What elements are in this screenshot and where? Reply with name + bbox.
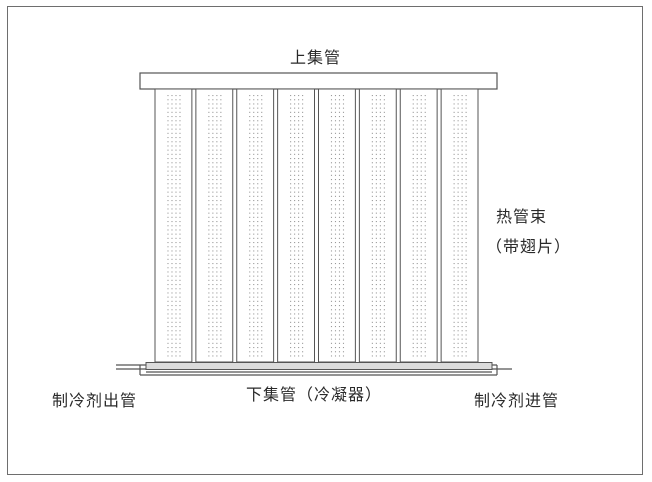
heat-pipe-8 [440, 88, 479, 363]
refrigerant-inlet-label: 制冷剂进管 [474, 391, 560, 410]
heat-pipe-bundle [154, 88, 479, 363]
refrigerant-outlet-label: 制冷剂出管 [52, 391, 138, 410]
upper-header-bar [139, 72, 498, 90]
heat-pipe-4 [277, 88, 315, 363]
heat-pipe-5 [318, 88, 356, 363]
lower-header-pipe [116, 362, 498, 376]
heat-pipe-6 [358, 88, 397, 363]
lower-header-label: 下集管（冷凝器） [246, 385, 383, 404]
heat-pipe-2 [195, 88, 234, 363]
heat-pipe-3 [236, 88, 275, 363]
heat-pipe-1 [154, 88, 193, 363]
heat-pipe-bundle-label: 热管束 [496, 207, 548, 226]
heat-pipe-7 [399, 88, 438, 363]
upper-header-label: 上集管 [290, 48, 342, 67]
fins-note-label: （带翅片） [486, 237, 572, 256]
